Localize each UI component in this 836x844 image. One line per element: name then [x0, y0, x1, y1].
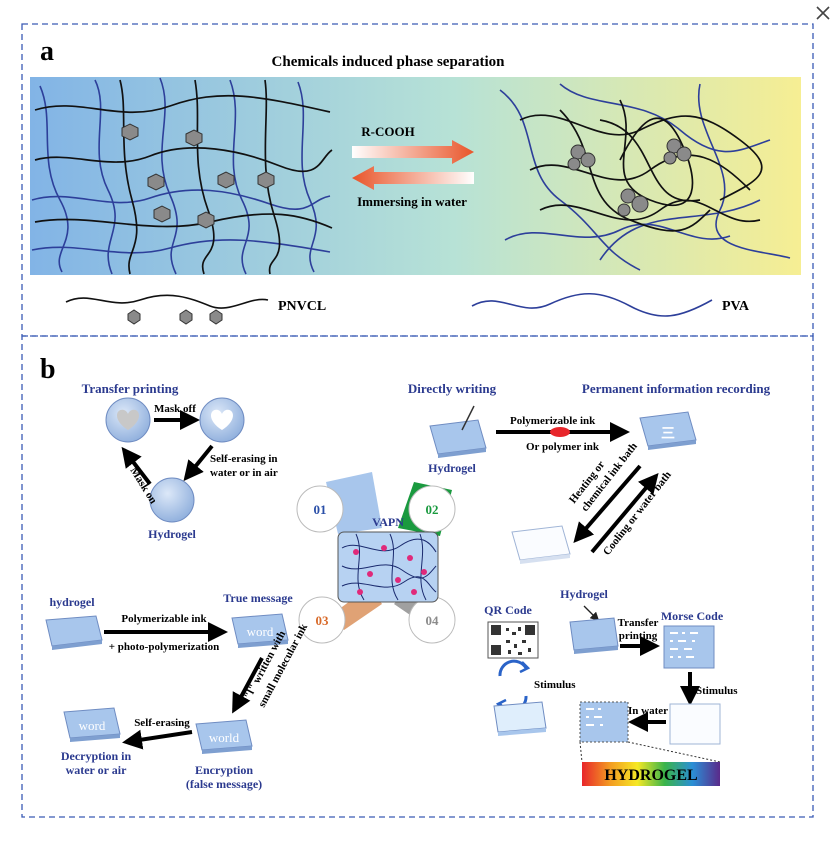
self-erasing-label: Self-erasing: [134, 717, 190, 729]
transfer-label-1: Transfer: [618, 617, 659, 629]
self-erase-label-2: water or in air: [210, 467, 278, 479]
writing-hydrogel-slab: [429, 405, 487, 458]
permanent-glyph: 三: [661, 427, 675, 442]
enc-label-1: Encryption: [195, 763, 253, 777]
arrow-mask-on: [121, 446, 152, 486]
svg-text:03: 03: [316, 613, 330, 628]
heat-label-1: Heating or: [567, 459, 608, 506]
written-label-1: "l" written with: [242, 629, 288, 702]
heat-label-2: chemical ink bath: [579, 440, 640, 513]
left-pendant-groups: [121, 123, 275, 229]
decrypt-label-2: water or air: [66, 763, 128, 777]
decrypt-word: word: [79, 718, 106, 733]
zoom-line-1: [579, 741, 583, 763]
vapn-label: VAPN: [372, 515, 404, 529]
arrow-cooling: [590, 472, 659, 554]
panel-b-letter: b: [40, 354, 56, 385]
legend-pnvcl-label: PNVCL: [278, 299, 326, 314]
permanent-slab: [639, 411, 697, 450]
enc-ink-label: Polymerizable ink: [121, 613, 207, 625]
transfer-title: Transfer printing: [82, 381, 179, 396]
arrow-heating: [573, 464, 642, 544]
arrow-forward-label: R-COOH: [361, 124, 414, 139]
enc-hydrogel-slab: [45, 615, 103, 650]
panel-b-frame: [21, 335, 814, 818]
left-pnvcl-network: [34, 79, 333, 275]
transfer-hydrogel-label: Hydrogel: [148, 527, 196, 541]
panel-a-frame: [21, 23, 814, 337]
true-message-label: True message: [223, 591, 293, 605]
right-pendant-clusters: [567, 138, 692, 217]
world-slab: [195, 719, 253, 754]
arrow-hydrogel-pointer: [583, 605, 600, 622]
legend-pnvcl-chain: [65, 294, 269, 309]
qr-code-slab: [487, 621, 539, 659]
water-slab: [669, 703, 721, 745]
writing-hydrogel-label: Hydrogel: [428, 461, 476, 475]
svg-text:04: 04: [426, 613, 440, 628]
qr-label: QR Code: [484, 603, 532, 617]
hydrogel-banner: [582, 762, 720, 786]
ink-label-2: Or polymer ink: [526, 441, 600, 453]
enc-label-2: (false message): [186, 777, 262, 791]
mask-on-label: Mask on: [127, 465, 159, 506]
morse-result-slab: [579, 701, 629, 743]
vapn-network-image: [337, 531, 439, 603]
mask-off-label: Mask off: [154, 403, 196, 415]
panel-a-letter: a: [40, 36, 54, 67]
legend-pnvcl-pendants: [127, 309, 223, 325]
blank-slab: [511, 525, 571, 564]
hydrogel-banner-text: HYDROGEL: [604, 767, 697, 784]
mask-circle-2: [199, 397, 245, 443]
qr-result-slab: [493, 701, 547, 736]
decrypt-label-1: Decryption in: [61, 749, 132, 763]
mask-circle-1: [105, 397, 151, 443]
arrow-back-label: Immersing in water: [357, 194, 467, 209]
morse-label: Morse Code: [661, 609, 724, 623]
stimulus-label-2: Stimulus: [696, 685, 738, 697]
zoom-line-2: [627, 741, 721, 763]
badge-01: 01: [296, 472, 382, 534]
ink-drop: [550, 427, 570, 437]
arrow-self-erase: [183, 444, 214, 482]
hydrogel-circle: [149, 477, 195, 523]
enc-photo-label: + photo-polymerization: [109, 641, 219, 653]
codes-hydrogel-slab: [569, 617, 619, 654]
close-icon[interactable]: [812, 2, 834, 24]
panel-a-title: Chemicals induced phase separation: [272, 54, 506, 70]
phase-gradient-background: [30, 77, 801, 275]
svg-text:01: 01: [314, 502, 327, 517]
arrow-written: [232, 657, 264, 714]
written-label-2: small molecular ink: [256, 621, 311, 709]
enc-hydrogel-label: hydrogel: [49, 595, 95, 609]
permanent-title: Permanent information recording: [582, 381, 771, 396]
badge-03: 03: [298, 586, 382, 644]
codes-hydrogel-label: Hydrogel: [560, 587, 608, 601]
badge-02: 02: [398, 482, 456, 536]
svg-text:02: 02: [426, 502, 439, 517]
self-erase-label-1: Self-erasing in: [210, 453, 278, 465]
ink-label-1: Polymerizable ink: [510, 415, 596, 427]
refresh-icon: [495, 659, 531, 713]
arrow-forward: [352, 140, 474, 164]
stimulus-label-1: Stimulus: [534, 679, 576, 691]
writing-title: Directly writing: [408, 381, 497, 396]
legend-pva-chain: [471, 292, 713, 317]
in-water-label: In water: [628, 705, 668, 717]
arrow-back: [352, 166, 474, 190]
right-pva-network: [499, 83, 791, 271]
world-word: world: [209, 730, 240, 745]
true-message-slab: [231, 613, 289, 648]
badge-04: 04: [394, 588, 456, 644]
true-word: word: [247, 624, 274, 639]
legend-pva-label: PVA: [722, 299, 750, 314]
arrow-self-erasing: [122, 729, 193, 750]
left-pva-network: [31, 77, 331, 275]
decrypt-slab: [63, 707, 121, 742]
transfer-label-2: printing: [619, 630, 658, 642]
cool-label: Cooling or water bath: [601, 469, 674, 558]
morse-code-slab: [663, 625, 715, 669]
right-pnvcl-network: [519, 99, 763, 232]
